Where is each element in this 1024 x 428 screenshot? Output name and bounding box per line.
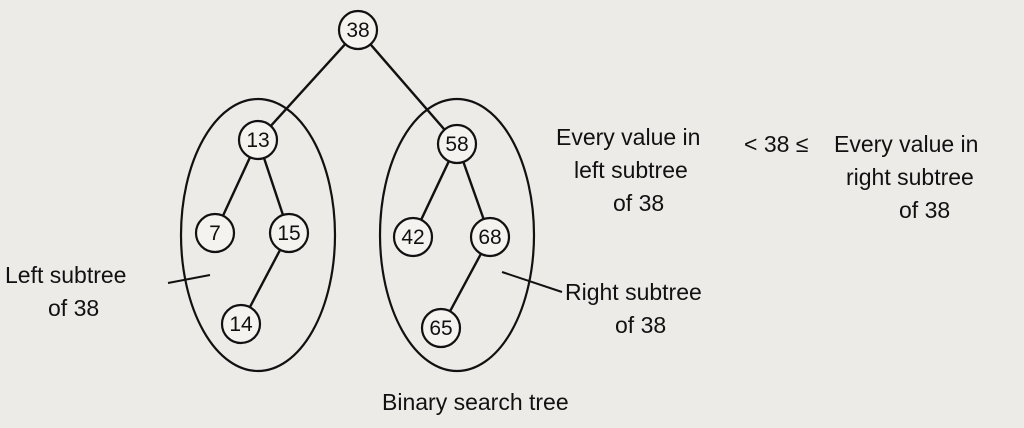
tree-nodes: 38 13 58 7 15 14 42 68 65 xyxy=(194,9,511,349)
node-value: 58 xyxy=(445,133,468,156)
caption: Binary search tree xyxy=(382,389,569,415)
tree-node-68: 68 xyxy=(469,216,511,258)
node-circle xyxy=(337,9,379,51)
node-value: 42 xyxy=(401,226,424,249)
edge-n13-n15 xyxy=(262,157,285,216)
tree-node-7: 7 xyxy=(194,212,236,254)
node-value: 7 xyxy=(209,222,221,245)
node-circle xyxy=(420,307,462,349)
node-value: 65 xyxy=(429,317,452,340)
node-value: 38 xyxy=(346,19,369,42)
edge-n68-n65 xyxy=(448,253,483,312)
node-circle xyxy=(220,303,262,345)
right-subtree-label-line2: of 38 xyxy=(615,312,666,338)
right-subtree-ellipse xyxy=(378,97,536,373)
tree-node-58: 58 xyxy=(436,123,478,165)
inequality-middle: < 38 ≤ xyxy=(744,131,808,157)
tree-node-14: 14 xyxy=(220,303,262,345)
tree-node-13: 13 xyxy=(237,119,279,161)
inequality-right-line2: right subtree xyxy=(846,164,974,190)
right-subtree-pointer xyxy=(501,271,563,293)
node-value: 14 xyxy=(229,313,253,336)
edge-n38-n58 xyxy=(369,43,446,131)
node-circle xyxy=(436,123,478,165)
node-value: 68 xyxy=(478,226,501,249)
node-circle xyxy=(469,216,511,258)
inequality-left-line2: left subtree xyxy=(574,157,688,183)
edge-n58-n42 xyxy=(420,160,450,221)
tree-edges xyxy=(221,43,485,312)
inequality-left-line3: of 38 xyxy=(613,190,664,216)
inequality-right-line1: Every value in xyxy=(834,131,978,157)
left-subtree-ellipse xyxy=(179,97,337,373)
node-circle xyxy=(194,212,236,254)
left-subtree-label-line2: of 38 xyxy=(48,295,99,321)
tree-node-65: 65 xyxy=(420,307,462,349)
edge-n58-n68 xyxy=(462,161,485,220)
tree-node-42: 42 xyxy=(392,216,434,258)
left-subtree-pointer xyxy=(167,274,211,284)
left-subtree-label-line1: Left subtree xyxy=(5,262,126,288)
inequality-left-line1: Every value in xyxy=(556,124,700,150)
right-subtree-label-line1: Right subtree xyxy=(565,279,702,305)
node-circle xyxy=(392,216,434,258)
node-value: 15 xyxy=(277,222,300,245)
edge-n13-n7 xyxy=(221,156,252,217)
edge-n38-n13 xyxy=(269,43,347,127)
inequality-right-line3: of 38 xyxy=(899,197,950,223)
node-circle xyxy=(268,212,310,254)
node-circle xyxy=(237,119,279,161)
tree-node-38: 38 xyxy=(337,9,379,51)
tree-node-15: 15 xyxy=(268,212,310,254)
node-value: 13 xyxy=(246,129,269,152)
edge-n15-n14 xyxy=(248,249,282,308)
